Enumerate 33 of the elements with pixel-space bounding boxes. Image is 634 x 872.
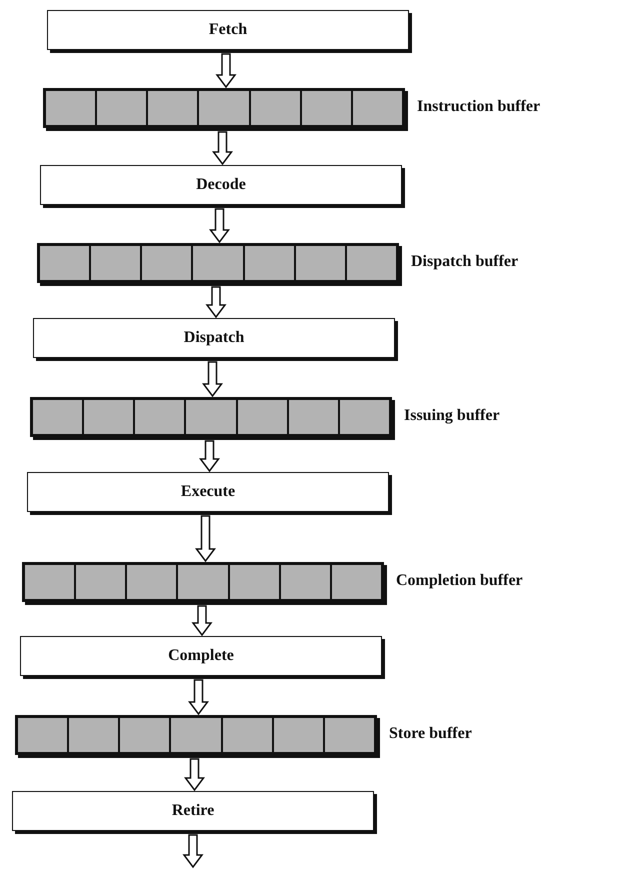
buffer-bar xyxy=(43,88,405,128)
block-arrow xyxy=(209,208,230,244)
stage-box xyxy=(47,10,409,50)
buffer-bar xyxy=(15,715,377,755)
stage-label: Complete xyxy=(168,647,234,665)
buffer-bar xyxy=(30,397,392,437)
block-arrow xyxy=(184,758,205,792)
buffer-label: Dispatch buffer xyxy=(411,253,518,271)
stage-box xyxy=(12,791,374,831)
buffer-label: Issuing buffer xyxy=(404,407,500,425)
stage-box xyxy=(27,472,389,512)
block-arrow xyxy=(199,440,220,472)
block-arrow xyxy=(188,679,209,716)
stage-label: Retire xyxy=(172,802,214,820)
stage-box xyxy=(40,165,402,205)
block-arrow xyxy=(192,605,212,636)
stage-label: Fetch xyxy=(208,21,248,39)
buffer-bar xyxy=(22,562,384,602)
block-arrow xyxy=(206,286,226,318)
stage-label: Execute xyxy=(180,483,236,501)
stage-box xyxy=(20,636,382,676)
block-arrow xyxy=(202,361,223,398)
block-arrow xyxy=(216,53,236,88)
block-arrow xyxy=(182,834,204,868)
stage-box xyxy=(33,318,395,358)
buffer-label: Completion buffer xyxy=(396,572,523,590)
block-arrow xyxy=(212,131,233,166)
buffer-label: Instruction buffer xyxy=(417,98,540,116)
buffer-label: Store buffer xyxy=(389,725,472,743)
stage-label: Dispatch xyxy=(184,329,244,347)
buffer-bar xyxy=(37,243,399,283)
block-arrow xyxy=(195,515,216,562)
stage-label: Decode xyxy=(196,176,246,194)
